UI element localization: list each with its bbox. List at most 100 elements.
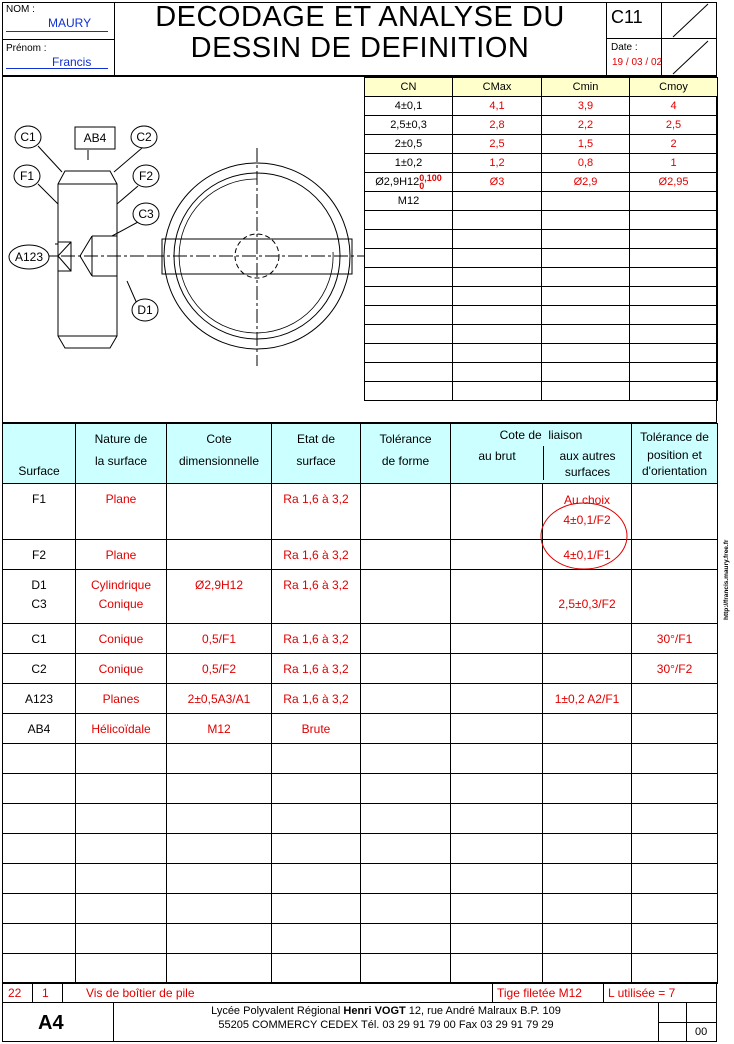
cell-text: 1,2: [489, 157, 505, 169]
date-value: 19 / 03 / 02: [612, 57, 663, 68]
cell-cn: 1±0,2: [364, 153, 453, 173]
cell-empty: [629, 362, 718, 382]
cell-empty: [360, 893, 451, 924]
cell-text: 4,1: [489, 100, 505, 112]
tolerance-row: M12: [364, 191, 718, 211]
footer-num: 22: [8, 986, 22, 1000]
label-d1: D1: [137, 303, 153, 317]
cell-surface: C1: [2, 623, 76, 654]
cell-text: 0,8: [577, 157, 594, 169]
cell-empty: [271, 833, 361, 864]
cell-forme: [360, 539, 451, 570]
cell-pos: [631, 483, 719, 540]
th-forme-2: de forme: [381, 454, 430, 468]
cell-empty: [75, 893, 167, 924]
cell-empty: [629, 324, 718, 344]
cell-autres: [541, 713, 633, 744]
cell-empty: [452, 305, 542, 325]
cell-empty: [541, 893, 633, 924]
cell-cmax: 1,2: [452, 153, 542, 173]
th-cote-2: dimensionnelle: [178, 454, 260, 468]
cell-empty: [450, 773, 543, 804]
cell-empty: [75, 833, 167, 864]
label-f1: F1: [20, 169, 34, 183]
th-forme-1: Tolérance: [379, 432, 432, 446]
title-line-1: DECODAGE ET ANALYSE DU: [155, 1, 565, 33]
surface-row-empty: [2, 833, 719, 864]
surface-row-empty: [2, 803, 719, 834]
cell-empty: [360, 863, 451, 894]
cell-empty: [364, 324, 453, 344]
th-surface: Surface: [2, 423, 76, 484]
th-pos-2: position et: [647, 448, 702, 462]
cell-cn: M12: [364, 191, 453, 211]
date-side-box: [661, 38, 717, 76]
cell-empty: [271, 923, 361, 954]
cell-etat: Brute: [271, 713, 361, 744]
cell-empty: [452, 381, 542, 401]
cell-cote: Ø2,9H12: [166, 569, 272, 624]
cell-pos: 30°/F2: [631, 653, 719, 684]
cell-empty: [166, 923, 272, 954]
cell-empty: [2, 893, 76, 924]
tolerance-row-empty: [364, 381, 718, 401]
cell-forme: [360, 683, 451, 714]
cell-empty: [450, 743, 543, 774]
cell-nature: Planes: [75, 683, 167, 714]
cell-surface: A123: [2, 683, 76, 714]
surface-row-empty: [2, 863, 719, 894]
cell-forme: [360, 569, 451, 624]
footer-length: L utilisée = 7: [608, 986, 676, 1000]
cell-empty: [2, 803, 76, 834]
cell-text: 3,9: [577, 100, 594, 112]
cell-empty: [360, 953, 451, 984]
nom-value: MAURY: [48, 16, 92, 30]
cell-empty: [541, 210, 630, 230]
cell-cmin: [541, 191, 630, 211]
school-line-2: 55205 COMMERCY CEDEX Tél. 03 29 91 79 00…: [218, 1019, 554, 1031]
cell-empty: [541, 773, 633, 804]
page-title: DECODAGE ET ANALYSE DU DESSIN DE DEFINIT…: [115, 2, 605, 64]
cell-empty: [166, 773, 272, 804]
cell-text: 2: [670, 138, 677, 150]
cell-brut: [450, 683, 543, 714]
cell-autres: 4±0,1/F1: [541, 539, 633, 570]
date-year: 02: [650, 57, 663, 68]
cell-empty: [631, 923, 719, 954]
cell-empty: [75, 863, 167, 894]
index-value: 00: [695, 1026, 708, 1038]
cell-empty: [631, 863, 719, 894]
cell-surface: AB4: [2, 713, 76, 744]
cell-empty: [360, 773, 451, 804]
cell-etat: Ra 1,6 à 3,2: [271, 623, 361, 654]
th-etat-1: Etat de: [296, 432, 336, 446]
cell-etat: Ra 1,6 à 3,2: [271, 653, 361, 684]
cell-empty: [450, 833, 543, 864]
cell-empty: [450, 863, 543, 894]
cell-empty: [452, 248, 542, 268]
cell-empty: [75, 773, 167, 804]
cell-nature: Hélicoïdale: [75, 713, 167, 744]
cell-empty: [271, 743, 361, 774]
cell-empty: [75, 923, 167, 954]
cell-empty: [541, 267, 630, 287]
cell-empty: [631, 773, 719, 804]
cell-empty: [631, 953, 719, 984]
title-line-2: DESSIN DE DEFINITION: [190, 32, 530, 64]
cell-forme: [360, 483, 451, 540]
cell-nature: Conique: [75, 623, 167, 654]
footer-qty: 1: [42, 986, 49, 1000]
cell-empty: [271, 773, 361, 804]
cell-text: 4: [670, 100, 677, 112]
th-cn: CN: [364, 77, 453, 97]
cell-empty: [75, 743, 167, 774]
cell-nature: Plane: [75, 539, 167, 570]
cell-cote: [166, 539, 272, 570]
cell-empty: [541, 286, 630, 306]
